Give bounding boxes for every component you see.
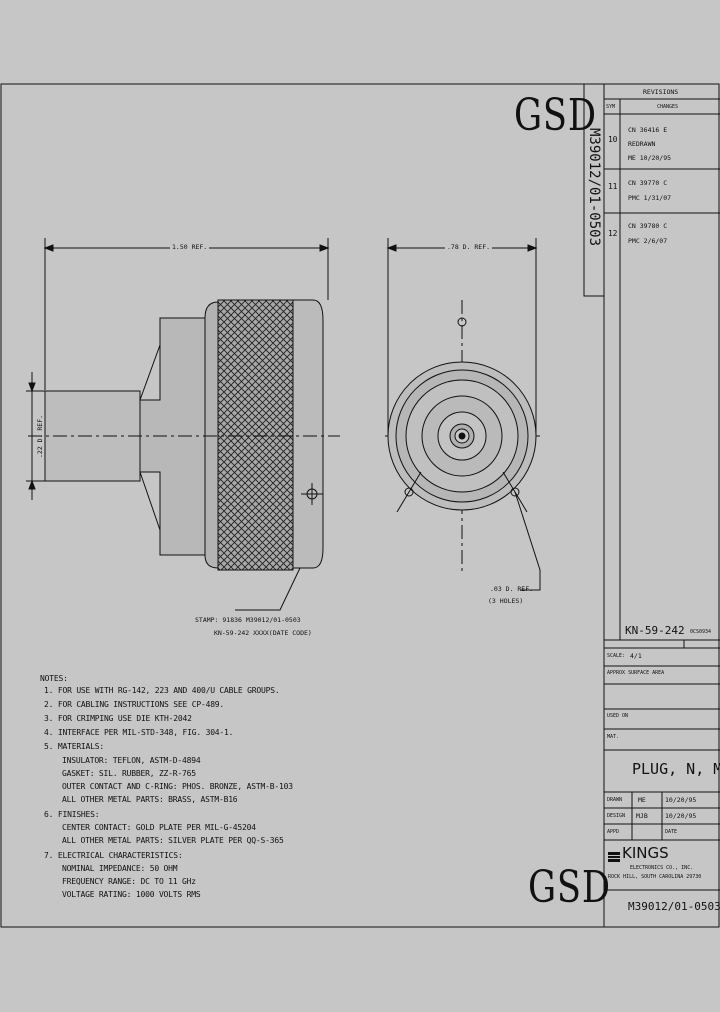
nut-shoulder (204, 301, 219, 569)
note-item: CENTER CONTACT: GOLD PLATE PER MIL-G-452… (62, 823, 256, 832)
knurled-nut (217, 299, 294, 571)
note-item: NOMINAL IMPEDANCE: 50 OHM (62, 864, 178, 873)
scale-value: 4/1 (630, 652, 642, 660)
part-number: KN-59-242 (625, 624, 685, 637)
company-logo-icon (608, 848, 620, 862)
vertical-dwg-number-box (583, 83, 605, 297)
revision-line: CN 39770 C (628, 179, 668, 187)
dwg-number-bottom: M39012/01-0503 (628, 900, 720, 913)
note-item: GASKET: SIL. RUBBER, ZZ-R-765 (62, 769, 196, 778)
drawn-date: 10/20/95 (665, 796, 697, 804)
revision-sym: 12 (608, 229, 618, 238)
title-block-lines (604, 639, 720, 891)
revisions-title: REVISIONS (643, 88, 679, 96)
revision-line: PMC 2/6/07 (628, 237, 668, 245)
front-body (292, 299, 324, 569)
note-item: 7. ELECTRICAL CHARACTERISTICS: (44, 851, 183, 860)
mat-label: MAT. (607, 734, 620, 740)
company-name: KINGS (622, 844, 669, 862)
company-line-2: ROCK HILL, SOUTH CAROLINA 29730 (608, 874, 702, 880)
revision-line: CN 39780 C (628, 222, 668, 230)
watermark-top: GSD (514, 90, 597, 141)
revision-line: PMC 1/31/07 (628, 194, 672, 202)
note-item: 5. MATERIALS: (44, 742, 105, 751)
revisions-table (604, 98, 720, 640)
note-item: 4. INTERFACE PER MIL-STD-348, FIG. 304-1… (44, 728, 234, 737)
drawing-title: PLUG, N, M (632, 760, 720, 778)
note-item: INSULATOR: TEFLON, ASTM-D-4894 (62, 756, 201, 765)
watermark-bottom: GSD (528, 862, 611, 913)
cage-code: 0CS0934 (690, 629, 712, 635)
notes-heading: NOTES: (40, 674, 68, 683)
note-item: 6. FINISHES: (44, 810, 100, 819)
note-item: OUTER CONTACT AND C-RING: PHOS. BRONZE, … (62, 782, 293, 791)
dim-cable-dia-label: .22 D. REF. (36, 414, 44, 458)
side-view (26, 238, 340, 571)
revision-line: CN 36416 E (628, 126, 668, 134)
note-item: FREQUENCY RANGE: DC TO 11 GHz (62, 877, 196, 886)
note-item: 1. FOR USE WITH RG-142, 223 AND 400/U CA… (44, 686, 280, 695)
company-line-1: ELECTRONICS CO., INC. (630, 865, 694, 871)
sheet-border (0, 83, 720, 928)
note-item: 2. FOR CABLING INSTRUCTIONS SEE CP-489. (44, 700, 225, 709)
dim-length-label: 1.50 REF. (170, 243, 210, 251)
used-on-label: USED ON (607, 713, 629, 719)
revision-sym: 10 (608, 135, 618, 144)
dim-front-dia-label: .78 D. REF. (445, 243, 493, 251)
vertical-dwg-number: M39012/01-0503 (586, 128, 602, 247)
revision-line: REDRAWN (628, 140, 656, 148)
revisions-col-changes: CHANGES (657, 104, 679, 110)
dim-holes-label: .03 D. REF. (490, 585, 534, 593)
date-label: DATE (665, 829, 678, 835)
stamp-line-2: KN-59-242 XXXX(DATE CODE) (214, 629, 312, 637)
drawn-by: ME (638, 796, 646, 804)
design-label: DESIGN (607, 813, 626, 819)
drawn-label: DRAWN (607, 797, 623, 803)
revision-line: ME 10/20/95 (628, 154, 672, 162)
approx-surface-label: APPROX SURFACE AREA (607, 670, 665, 676)
note-item: 3. FOR CRIMPING USE DIE KTH-2042 (44, 714, 192, 723)
stamp-line-1: STAMP: 91836 M39012/01-0503 (195, 616, 301, 624)
design-date: 10/20/95 (665, 812, 697, 820)
front-view (235, 238, 541, 611)
revision-sym: 11 (608, 182, 618, 191)
note-item: ALL OTHER METAL PARTS: SILVER PLATE PER … (62, 836, 284, 845)
design-by: MJB (636, 812, 648, 820)
revisions-col-sym: SYM (606, 104, 616, 110)
scale-label: SCALE: (607, 653, 626, 659)
appd-label: APPD (607, 829, 620, 835)
note-item: ALL OTHER METAL PARTS: BRASS, ASTM-B16 (62, 795, 238, 804)
note-item: VOLTAGE RATING: 1000 VOLTS RMS (62, 890, 201, 899)
dim-holes-count: (3 HOLES) (488, 597, 524, 605)
